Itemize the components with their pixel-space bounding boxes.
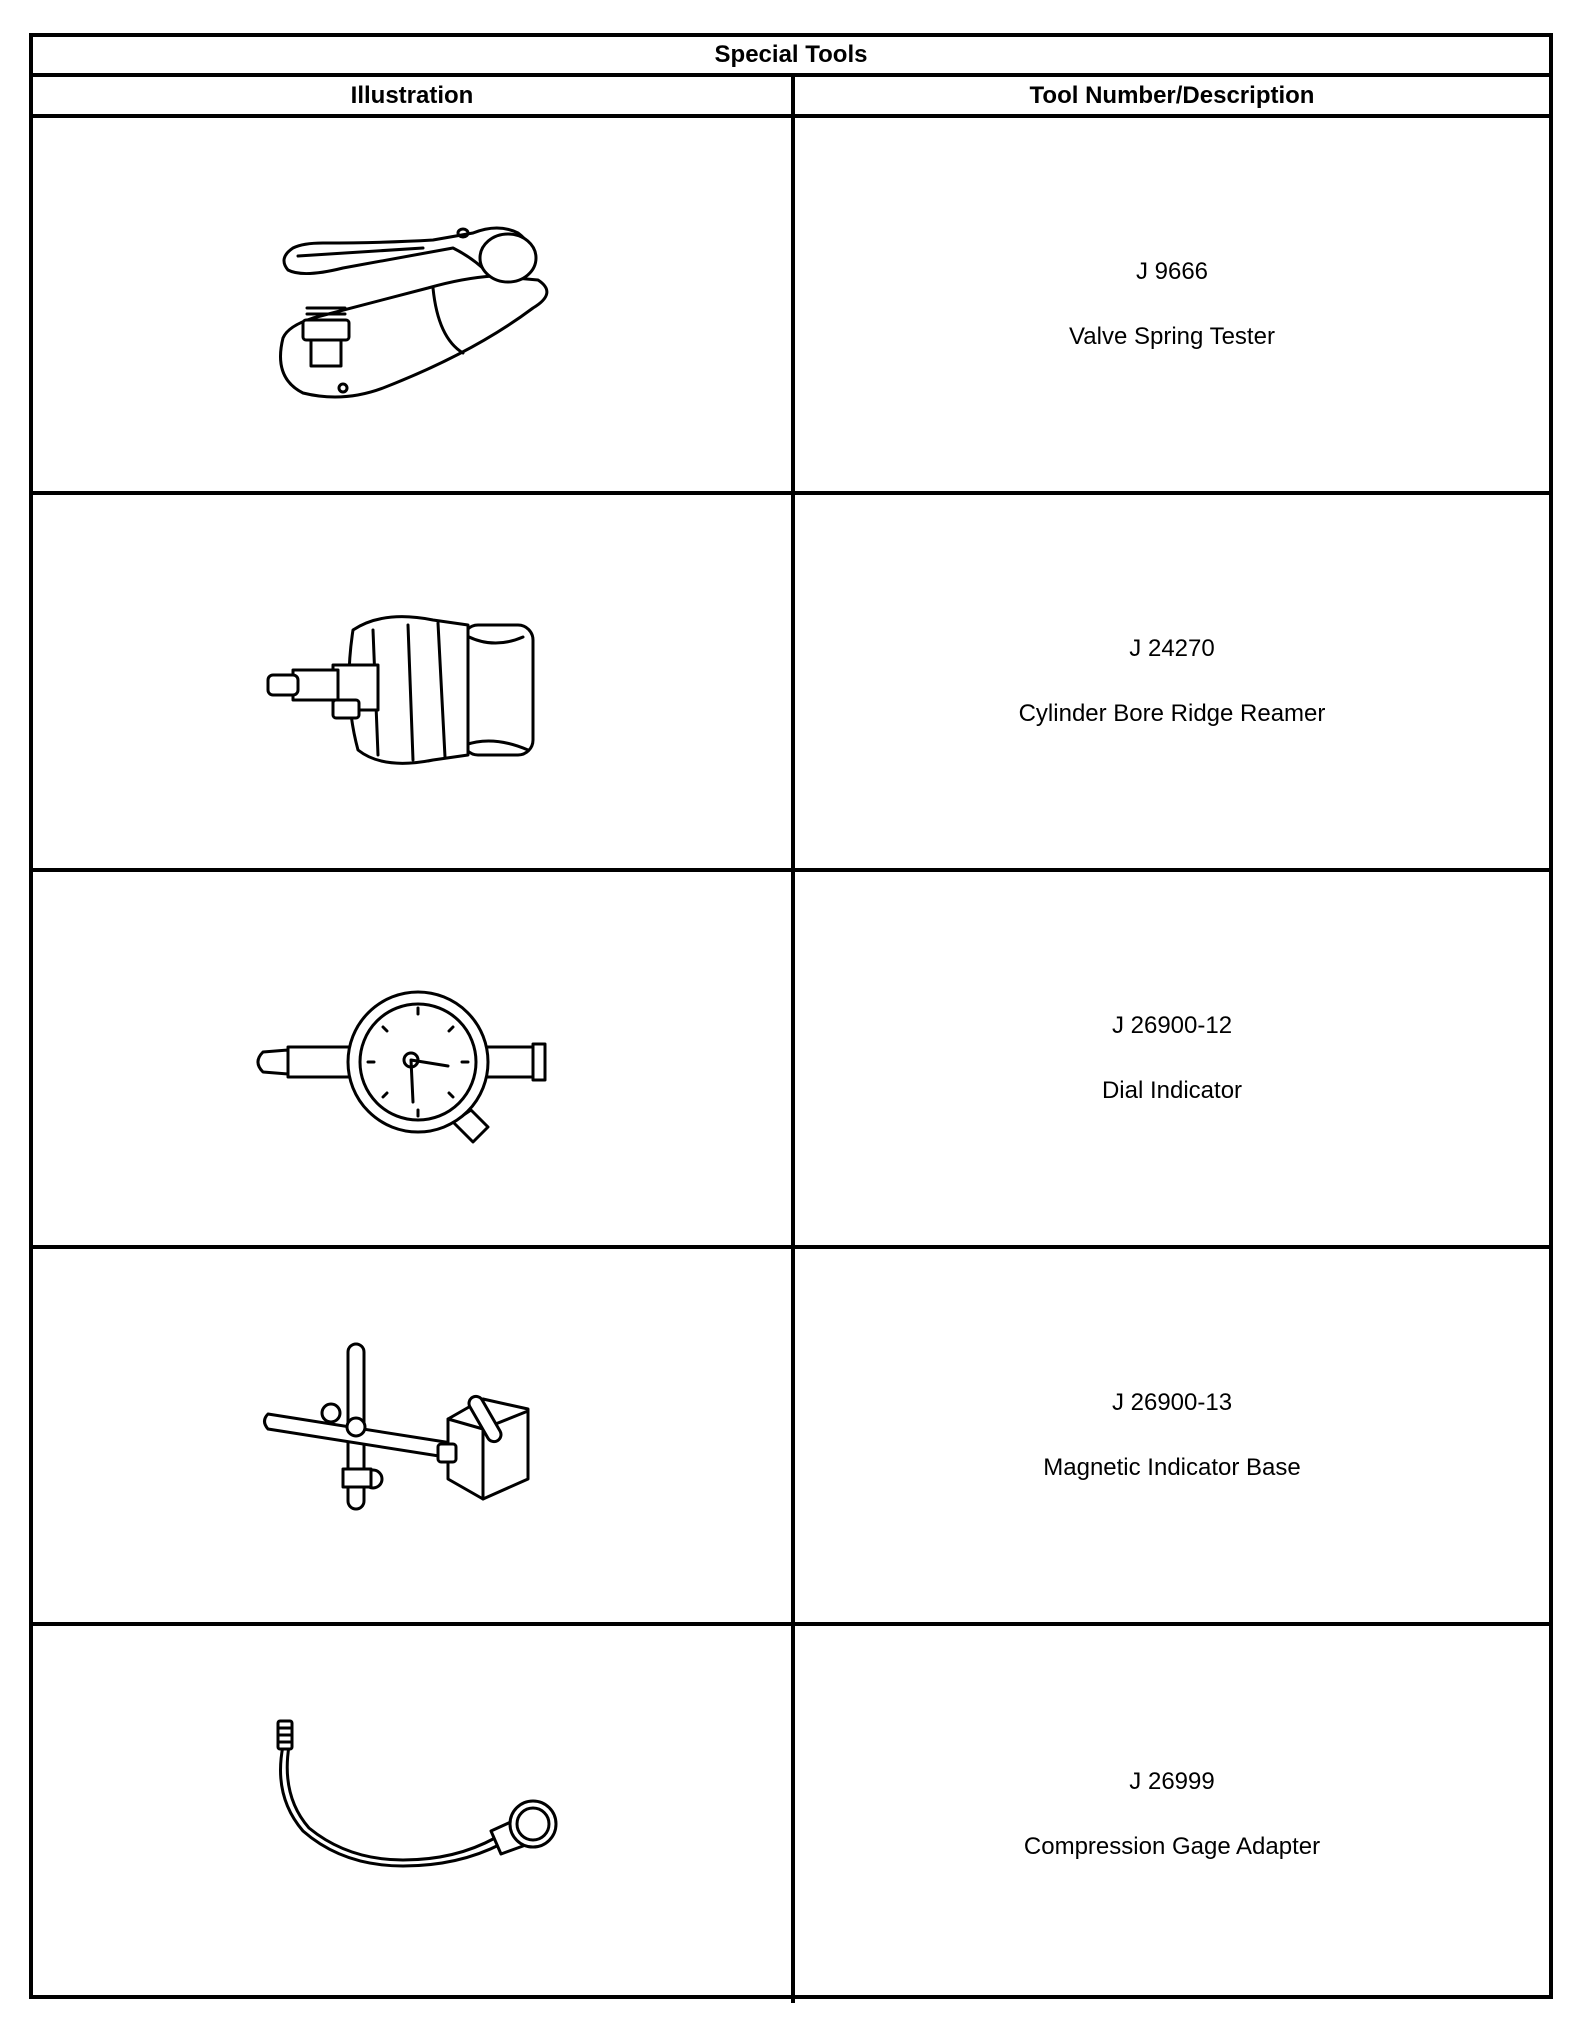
table-row: J 26999 Compression Gage Adapter bbox=[33, 1626, 1549, 2003]
magnetic-base-icon bbox=[263, 1342, 530, 1511]
dial-indicator-icon bbox=[256, 990, 547, 1144]
illustration-cell bbox=[33, 1626, 795, 2003]
tool-description: Compression Gage Adapter bbox=[1023, 1833, 1321, 1860]
table-row: J 24270 Cylinder Bore Ridge Reamer bbox=[33, 495, 1549, 872]
valve-spring-tester-icon bbox=[279, 226, 549, 399]
column-header-illustration: Illustration bbox=[33, 77, 795, 118]
table-row: J 9666 Valve Spring Tester bbox=[33, 118, 1549, 495]
tool-number: J 26999 bbox=[1129, 1768, 1215, 1795]
special-tools-table: Special Tools Illustration Tool Number/D… bbox=[29, 33, 1553, 2003]
description-cell: J 26900-13 Magnetic Indicator Base bbox=[795, 1249, 1549, 1622]
tool-number: J 9666 bbox=[1135, 258, 1209, 285]
column-header-description: Tool Number/Description bbox=[795, 77, 1549, 118]
tool-description: Magnetic Indicator Base bbox=[1043, 1454, 1301, 1481]
tool-number: J 24270 bbox=[1129, 635, 1215, 662]
tool-description: Valve Spring Tester bbox=[1069, 323, 1275, 350]
description-cell: J 9666 Valve Spring Tester bbox=[795, 118, 1549, 491]
table-row: J 26900-13 Magnetic Indicator Base bbox=[33, 1249, 1549, 1626]
illustration-cell bbox=[33, 872, 795, 1245]
ridge-reamer-icon bbox=[266, 615, 535, 765]
table-title: Special Tools bbox=[33, 37, 1549, 77]
compression-gage-icon bbox=[276, 1719, 558, 1868]
tool-number: J 26900-13 bbox=[1111, 1389, 1233, 1416]
tool-description: Dial Indicator bbox=[1101, 1077, 1243, 1104]
tool-number: J 26900-12 bbox=[1111, 1012, 1233, 1039]
description-cell: J 26900-12 Dial Indicator bbox=[795, 872, 1549, 1245]
table-row: J 26900-12 Dial Indicator bbox=[33, 872, 1549, 1249]
description-cell: J 24270 Cylinder Bore Ridge Reamer bbox=[795, 495, 1549, 868]
tool-description: Cylinder Bore Ridge Reamer bbox=[1018, 700, 1326, 727]
illustration-cell bbox=[33, 1249, 795, 1622]
illustration-cell bbox=[33, 118, 795, 491]
description-cell: J 26999 Compression Gage Adapter bbox=[795, 1626, 1549, 2003]
illustration-cell bbox=[33, 495, 795, 868]
